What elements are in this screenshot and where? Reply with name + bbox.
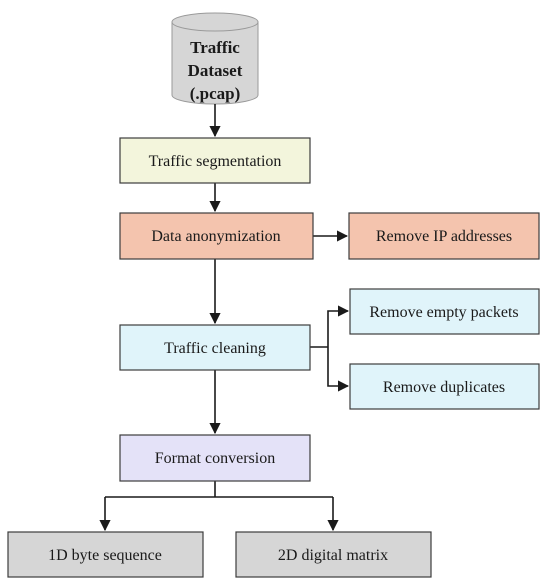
- data-anonymization-box: [119, 212, 314, 260]
- traffic-cleaning-box: [119, 324, 311, 371]
- 2d-digital-matrix-box: [235, 531, 432, 578]
- edge-cleaning-to-remove-duplicates: [327, 347, 350, 392]
- 2d-digital-matrix-node: 2D digital matrix: [235, 531, 432, 578]
- database-cylinder-body: [171, 21, 259, 105]
- remove-duplicates-label: Remove duplicates: [383, 379, 505, 396]
- 1d-byte-sequence-box: [7, 531, 204, 578]
- database-label-line-1: Traffic: [190, 38, 240, 57]
- remove-ip-addresses-box: [348, 212, 540, 260]
- traffic-segmentation-label: Traffic segmentation: [149, 153, 282, 170]
- traffic-segmentation-node: Traffic segmentation: [119, 137, 311, 184]
- 2d-digital-matrix-label: 2D digital matrix: [278, 547, 388, 564]
- edge-cleaning-to-remove-empty: [327, 305, 350, 347]
- database-label-line-2: Dataset: [188, 61, 243, 80]
- data-anonymization-node: Data anonymization: [119, 212, 314, 260]
- remove-ip-addresses-node: Remove IP addresses: [348, 212, 540, 260]
- data-anonymization-label: Data anonymization: [151, 228, 280, 245]
- format-conversion-label: Format conversion: [155, 450, 275, 467]
- remove-duplicates-box: [349, 363, 540, 410]
- remove-empty-packets-box: [349, 288, 540, 335]
- 1d-byte-sequence-label: 1D byte sequence: [48, 547, 162, 564]
- 1d-byte-sequence-node: 1D byte sequence: [7, 531, 204, 578]
- remove-empty-packets-node: Remove empty packets: [349, 288, 540, 335]
- database-cylinder-top: [171, 12, 259, 32]
- traffic-dataset-node: Traffic Dataset (.pcap): [171, 12, 259, 105]
- traffic-cleaning-node: Traffic cleaning: [119, 324, 311, 371]
- format-conversion-box: [119, 434, 311, 482]
- edges: [99, 104, 350, 532]
- database-label-line-3: (.pcap): [190, 84, 241, 103]
- traffic-cleaning-label: Traffic cleaning: [164, 340, 266, 357]
- traffic-segmentation-box: [119, 137, 311, 184]
- remove-duplicates-node: Remove duplicates: [349, 363, 540, 410]
- remove-empty-packets-label: Remove empty packets: [369, 304, 518, 321]
- remove-ip-addresses-label: Remove IP addresses: [376, 228, 512, 245]
- format-conversion-node: Format conversion: [119, 434, 311, 482]
